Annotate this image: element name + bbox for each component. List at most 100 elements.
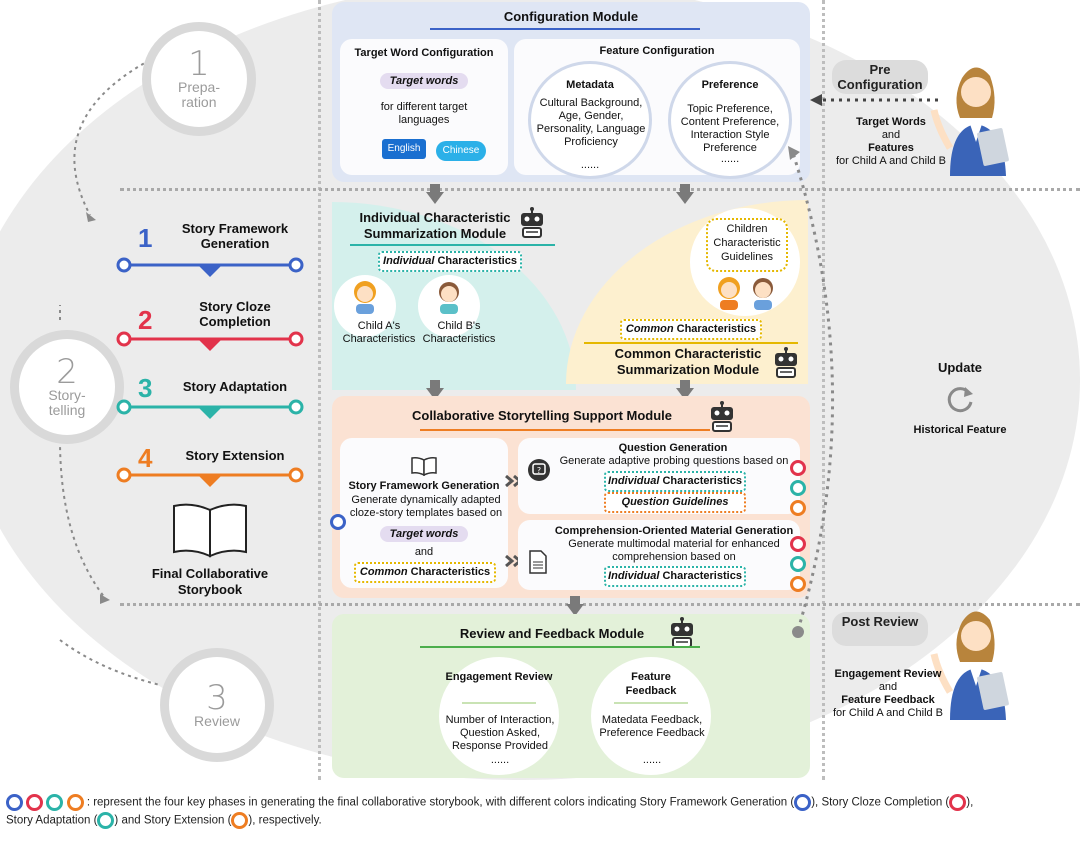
step-label: Story Extension xyxy=(185,448,285,463)
title-underline xyxy=(584,342,798,344)
ring-orange xyxy=(66,794,84,811)
teacher-figure xyxy=(930,611,1009,720)
for-children-label: for Child A and Child B xyxy=(835,155,947,167)
arrow-down-icon xyxy=(676,380,694,400)
card-title: Comprehension-Oriented Material Generati… xyxy=(554,525,794,537)
collab-module: Collaborative Storytelling Support Modul… xyxy=(330,396,810,598)
legend-text: ), xyxy=(966,796,974,809)
card-title: Story Framework Generation xyxy=(348,480,500,492)
historical-feature-label: Historical Feature xyxy=(913,424,1007,436)
legend-text: ) and Story Extension ( xyxy=(114,814,232,827)
question-generation-card: ? Question Generation Generate adaptive … xyxy=(518,438,800,514)
card-text: Generate multimodal material for enhance… xyxy=(568,538,780,563)
metadata-items: Cultural Background, Age, Gender, Person… xyxy=(536,97,646,148)
engagement-title: Engagement Review xyxy=(445,671,553,683)
card-title: Question Generation xyxy=(618,442,728,454)
step-timeline-1 xyxy=(116,257,304,277)
title-underline xyxy=(420,646,700,648)
phase-marker-orange xyxy=(790,500,806,516)
feedback-title: Feature Feedback xyxy=(625,671,677,697)
flow-arrows xyxy=(788,94,938,638)
and-text: and xyxy=(414,546,434,558)
phase-marker-blue xyxy=(330,514,346,530)
module-title: Common Characteristic Summarization Modu… xyxy=(614,346,762,377)
refresh-icon xyxy=(947,387,973,413)
card-title: Target Word Configuration xyxy=(354,47,494,59)
child-b-label: Child B's Characteristics xyxy=(422,320,496,345)
box-text: Characteristics xyxy=(434,255,517,267)
book-icon xyxy=(411,457,437,476)
phase-marker-red xyxy=(790,536,806,552)
step-timeline-2 xyxy=(116,331,304,351)
for-children-label: for Child A and Child B xyxy=(832,707,944,719)
divider-top xyxy=(120,188,1080,191)
title-underline xyxy=(420,429,710,431)
legend-text: : represent the four key phases in gener… xyxy=(86,796,795,809)
target-words-pill: Target words xyxy=(379,526,469,542)
box-text: Characteristics xyxy=(659,570,742,582)
metadata-title: Metadata xyxy=(566,79,614,91)
feedback-oval xyxy=(588,654,714,778)
robot-icon xyxy=(711,401,733,432)
arrow-down-icon xyxy=(676,184,694,204)
storybook-label: Final Collaborative Storybook xyxy=(151,566,269,597)
update-label: Update xyxy=(937,360,983,375)
phase-marker-orange xyxy=(790,576,806,592)
box-emphasis: Common xyxy=(359,566,408,578)
phase-review: 3 Review xyxy=(160,648,274,762)
box-emphasis: Individual xyxy=(608,570,660,582)
phase-label: Review xyxy=(194,712,240,729)
question-guidelines-box: Question Guidelines xyxy=(604,492,746,513)
guidelines-box: Children Characteristic Guidelines xyxy=(706,218,788,272)
ring-blue xyxy=(6,794,23,811)
teacher-figure xyxy=(930,67,1009,176)
post-review-tag: Post Review xyxy=(832,612,928,646)
pre-config-text: Target Words and Features for Child A an… xyxy=(826,116,956,168)
title-underline xyxy=(350,244,555,246)
step-number: 1 xyxy=(138,223,153,253)
step-timeline-3 xyxy=(116,399,304,419)
step-number: 4 xyxy=(138,443,153,473)
phase-marker-teal xyxy=(790,556,806,572)
box-emphasis: Individual xyxy=(608,475,660,487)
phase-marker-red xyxy=(790,460,806,476)
divider-right xyxy=(822,0,825,780)
ring-teal xyxy=(46,794,64,811)
card-text: Generate adaptive probing questions base… xyxy=(559,455,789,467)
configuration-module: Configuration Module Target Word Configu… xyxy=(332,2,810,182)
ring-orange xyxy=(231,811,249,829)
engagement-more: ...... xyxy=(490,754,510,766)
material-generation-card: Comprehension-Oriented Material Generati… xyxy=(518,520,800,590)
framework-card: Story Framework Generation Generate dyna… xyxy=(340,438,508,588)
card-text: Generate dynamically adapted cloze-story… xyxy=(349,494,503,519)
child-a-label: Child A's Characteristics xyxy=(342,320,416,345)
legend-text: ), respectively. xyxy=(248,814,322,827)
step-number: 3 xyxy=(138,373,153,403)
features-label: Features xyxy=(868,142,914,154)
phase-arc xyxy=(59,59,161,686)
and-label: and xyxy=(881,129,901,141)
target-words-label: Target Words xyxy=(856,116,926,128)
individual-characteristics-box: Individual Characteristics xyxy=(378,251,522,272)
divider xyxy=(462,702,536,704)
phase-label: Story- telling xyxy=(48,387,86,418)
divider-bottom xyxy=(120,603,1080,606)
phase-number: 1 xyxy=(188,44,210,84)
title-underline xyxy=(430,28,700,30)
step-timeline-4 xyxy=(116,467,304,487)
feedback-more: ...... xyxy=(642,754,662,766)
phase-number: 2 xyxy=(56,352,78,392)
child-a-avatar xyxy=(718,277,740,310)
and-label: and xyxy=(878,681,898,693)
feature-config-card: Feature Configuration Metadata Cultural … xyxy=(514,39,800,179)
chinese-bubble: Chinese xyxy=(436,141,486,161)
phase-preparation: 1 Prepa- ration xyxy=(142,22,256,136)
step-number: 2 xyxy=(138,305,153,335)
step-label: Story Framework Generation xyxy=(181,221,289,251)
box-text: Characteristics xyxy=(659,475,742,487)
box-text: Characteristics xyxy=(407,566,491,578)
document-icon xyxy=(529,550,547,574)
preference-more: ...... xyxy=(720,153,740,165)
engagement-oval xyxy=(436,654,562,778)
feedback-items: Matedata Feedback, Preference Feedback xyxy=(599,714,705,739)
